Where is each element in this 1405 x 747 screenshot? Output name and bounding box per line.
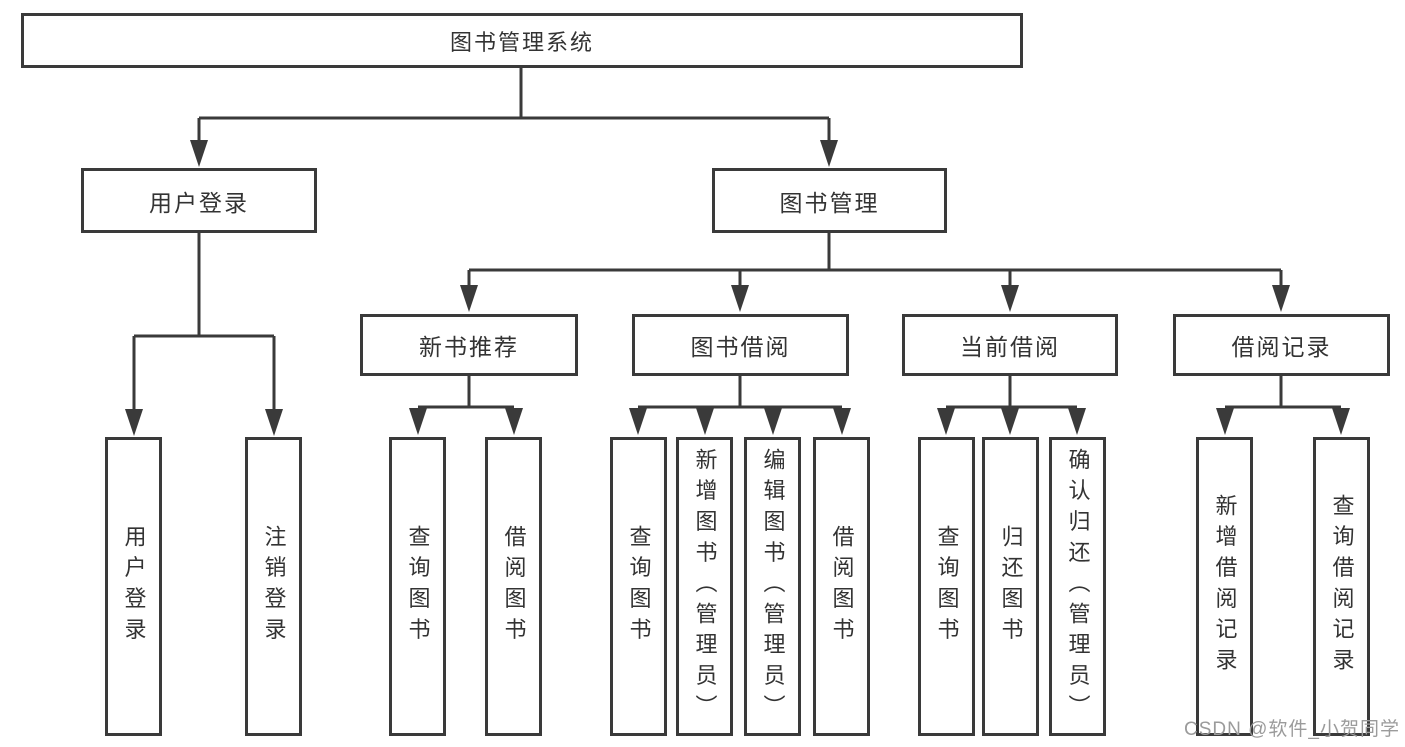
node-library-management-system: 图书管理系统 [21,13,1023,68]
node-borrowing-records: 借阅记录 [1173,314,1390,376]
arrowhead [1001,285,1019,312]
node-new-book-recommendation: 新书推荐 [360,314,578,376]
arrowhead [1001,408,1019,435]
leaf-query-borrow-record: 查询借阅记录 [1313,437,1370,736]
leaf-label: 查询图书 [405,524,431,649]
node-current-borrowing: 当前借阅 [902,314,1118,376]
arrowhead [505,408,523,435]
arrowhead [190,140,208,167]
arrowhead [696,408,714,435]
node-label: 图书管理系统 [449,29,594,55]
arrowhead [409,408,427,435]
node-label: 当前借阅 [960,334,1060,360]
arrowhead [1216,408,1234,435]
leaf-label: 查询图书 [934,524,960,649]
arrowhead [125,409,143,436]
arrowhead [1272,285,1290,312]
leaf-query-books-borrow: 查询图书 [610,437,667,736]
arrowhead [460,285,478,312]
arrowhead [764,408,782,435]
arrowhead [1332,408,1350,435]
leaf-borrow-books: 借阅图书 [813,437,870,736]
leaf-query-books-current: 查询图书 [918,437,975,736]
node-label: 新书推荐 [419,334,519,360]
node-book-borrowing: 图书借阅 [632,314,849,376]
leaf-label: 注销登录 [261,524,287,649]
arrowhead [265,409,283,436]
leaf-label: 用户登录 [121,524,147,649]
leaf-add-books-admin: 新增图书（管理员） [676,437,733,736]
leaf-label: 查询借阅记录 [1329,494,1355,679]
node-user-login: 用户登录 [81,168,317,233]
arrowhead [833,408,851,435]
leaf-label: 归还图书 [998,524,1024,649]
leaf-label: 借阅图书 [501,524,527,649]
leaf-label: 查询图书 [626,524,652,649]
leaf-add-borrow-record: 新增借阅记录 [1196,437,1253,736]
leaf-label: 借阅图书 [829,524,855,649]
leaf-label: 新增借阅记录 [1212,494,1238,679]
node-label: 图书管理 [779,189,880,216]
arrowhead [820,140,838,167]
leaf-borrow-books-recommend: 借阅图书 [485,437,542,736]
arrowhead [1068,408,1086,435]
leaf-query-books-recommend: 查询图书 [389,437,446,736]
leaf-logout-login: 注销登录 [245,437,302,736]
arrowhead [731,285,749,312]
leaf-label: 确认归还（管理员） [1065,447,1091,726]
node-book-management: 图书管理 [712,168,947,233]
arrowhead [937,408,955,435]
leaf-label: 编辑图书（管理员） [760,447,786,726]
node-label: 用户登录 [149,189,249,216]
leaf-confirm-return-admin: 确认归还（管理员） [1049,437,1106,736]
leaf-return-books: 归还图书 [982,437,1039,736]
node-label: 图书借阅 [690,334,791,360]
arrowhead [629,408,647,435]
watermark: CSDN @软件_小贺同学 [1184,719,1400,740]
leaf-user-login: 用户登录 [105,437,162,736]
leaf-label: 新增图书（管理员） [692,447,718,726]
leaf-edit-books-admin: 编辑图书（管理员） [744,437,801,736]
node-label: 借阅记录 [1231,334,1332,360]
